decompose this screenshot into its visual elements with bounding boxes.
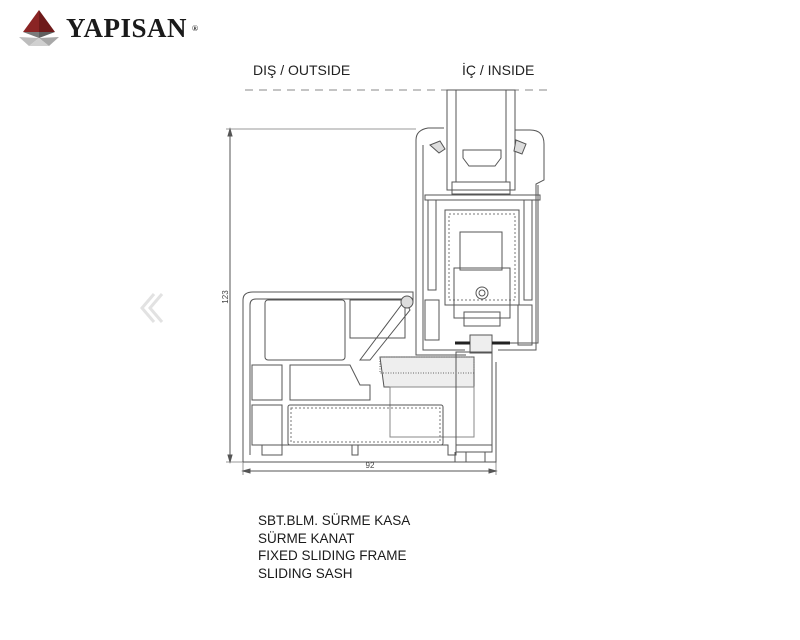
height-dimension-label: 123 bbox=[221, 290, 230, 304]
fixed-frame-profile bbox=[242, 291, 497, 463]
caption-line: SLIDING SASH bbox=[258, 565, 353, 581]
inside-label: İÇ / INSIDE bbox=[462, 62, 535, 78]
sliding-sash-profile bbox=[415, 127, 545, 356]
brand-logo: YAPISAN ® bbox=[17, 8, 199, 48]
brand-name: YAPISAN bbox=[66, 12, 188, 43]
previous-slide-button[interactable] bbox=[136, 290, 166, 326]
glass-unit bbox=[446, 89, 516, 195]
yapisan-logo-icon bbox=[19, 10, 59, 46]
registered-mark: ® bbox=[192, 23, 199, 33]
caption-line: SÜRME KANAT bbox=[258, 530, 355, 546]
outside-label: DIŞ / OUTSIDE bbox=[253, 62, 351, 78]
caption-line: SBT.BLM. SÜRME KASA bbox=[258, 513, 411, 528]
width-dimension-label: 92 bbox=[366, 461, 375, 470]
profile-caption: SBT.BLM. SÜRME KASA SÜRME KANAT FIXED SL… bbox=[258, 512, 410, 582]
chevron-left-icon bbox=[140, 293, 164, 323]
caption-line: FIXED SLIDING FRAME bbox=[258, 548, 407, 563]
